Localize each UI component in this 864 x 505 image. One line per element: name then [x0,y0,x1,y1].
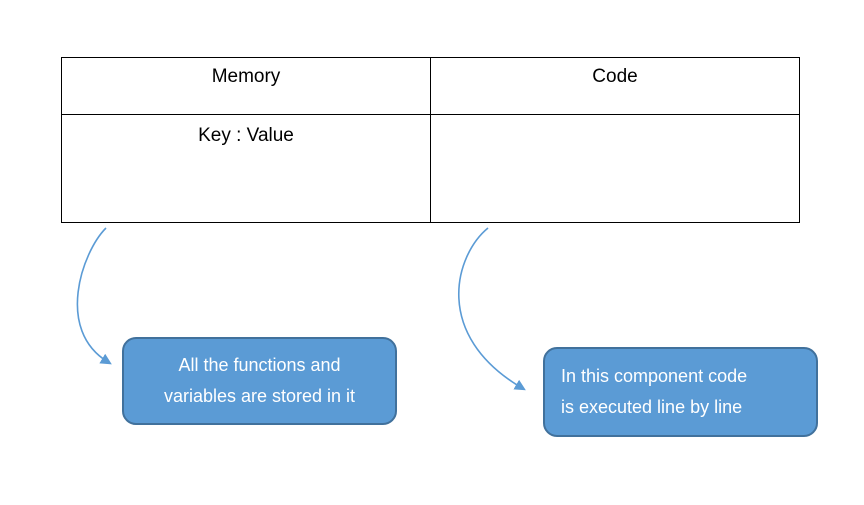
table-header-memory: Memory [62,58,431,115]
memory-code-table: Memory Code Key : Value [61,57,800,223]
memory-callout: All the functions and variables are stor… [122,337,397,425]
table-header-code: Code [431,58,799,115]
table-cell-key-value: Key : Value [62,115,431,222]
memory-callout-line-2: variables are stored in it [163,386,356,406]
code-callout: In this component code is executed line … [543,347,818,437]
memory-callout-line-1: All the functions and [178,355,341,375]
code-arrow-connector [458,227,526,391]
code-callout-line-2: is executed line by line [561,397,743,417]
memory-arrow-connector [76,227,112,365]
code-callout-line-1: In this component code [561,366,748,386]
table-cell-code-empty [431,115,799,222]
